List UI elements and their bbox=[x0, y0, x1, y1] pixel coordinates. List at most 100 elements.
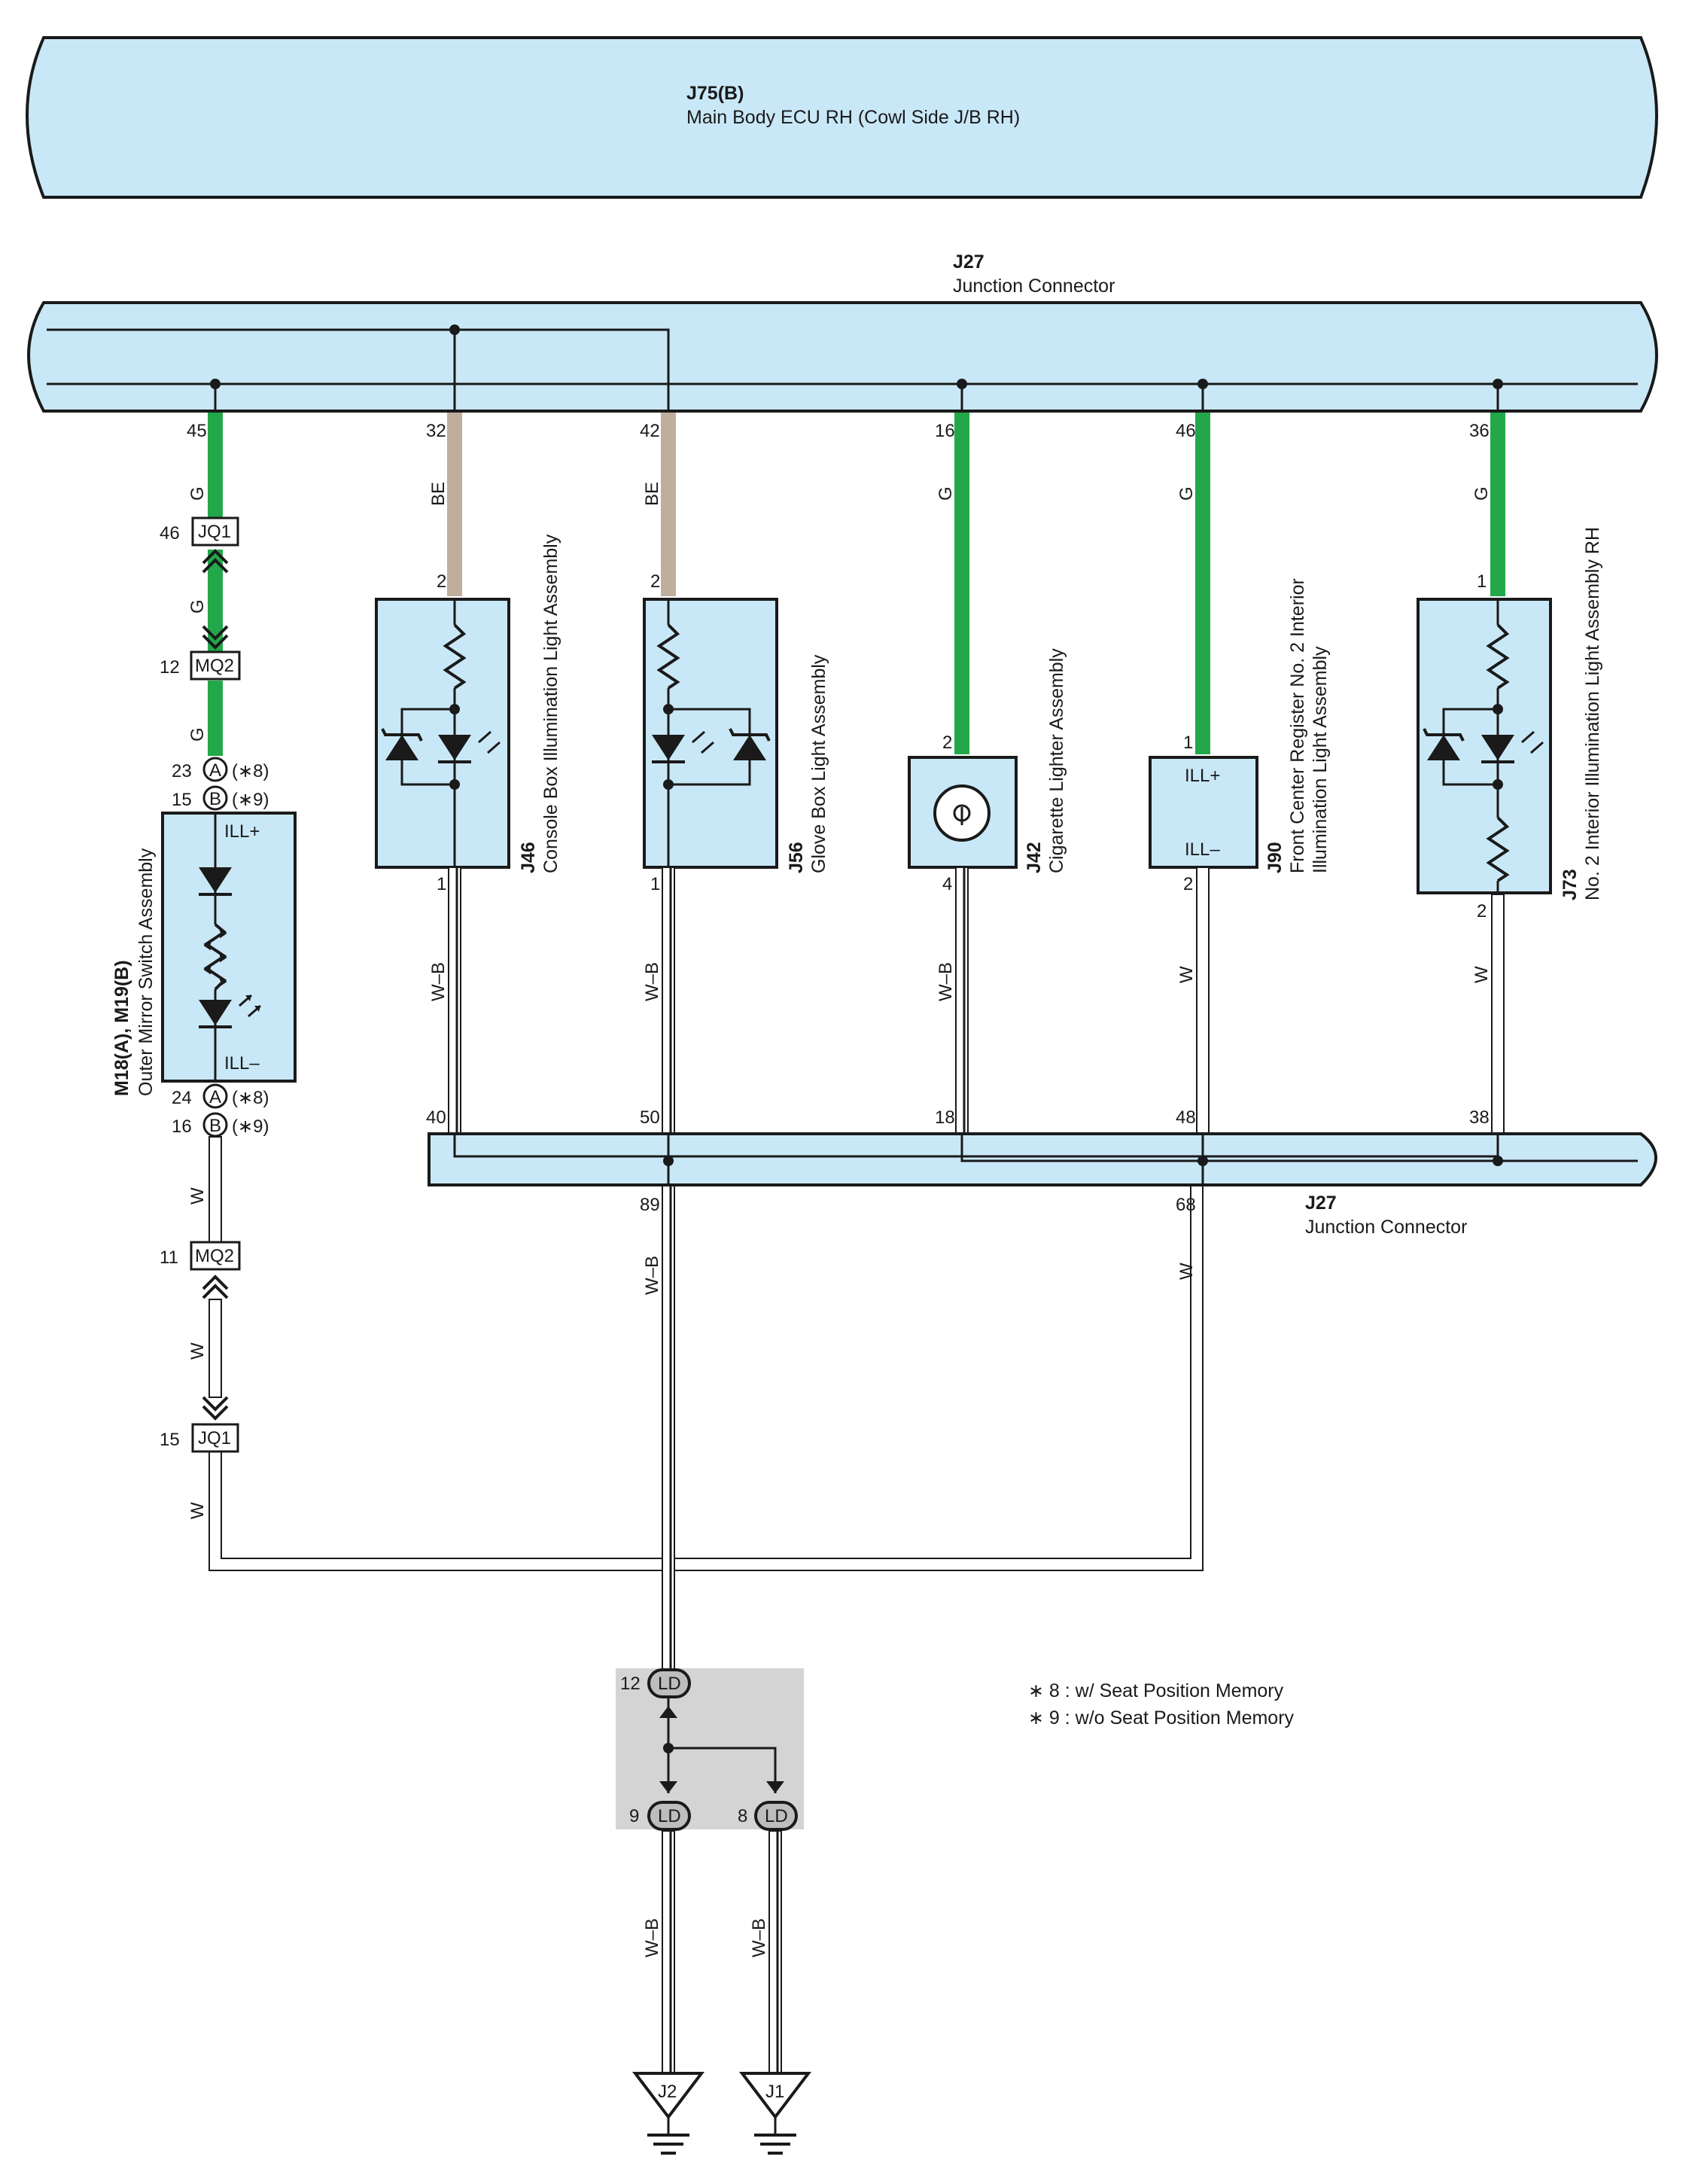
column-j46: BE 2 J46 Console Box Illumination Light … bbox=[375, 413, 561, 1165]
resistor-zigzag bbox=[203, 923, 227, 991]
j27-top-pin: 42 bbox=[640, 421, 660, 441]
legend-line: ∗ 8 : w/ Seat Position Memory bbox=[1028, 1680, 1284, 1701]
ground-j2: J2 bbox=[631, 2072, 705, 2155]
component-pin: 2 bbox=[942, 733, 952, 753]
component-name: No. 2 Interior Illumination Light Assemb… bbox=[1582, 527, 1603, 900]
component-code: J73 bbox=[1560, 869, 1581, 900]
wire-w-outline bbox=[208, 1185, 1204, 1571]
ld-pin-left bbox=[647, 1801, 691, 1831]
junction-dot bbox=[1493, 1156, 1503, 1166]
junction-dot bbox=[1197, 379, 1208, 389]
component-pin: 2 bbox=[1477, 901, 1487, 921]
connector-pin: 12 bbox=[160, 657, 180, 678]
pin-number: 23 bbox=[172, 761, 192, 781]
front-center-register-box bbox=[1149, 756, 1258, 869]
ld-internal bbox=[668, 1747, 777, 1793]
wire-color-label: W–B bbox=[428, 962, 449, 1001]
wire-color-label: W bbox=[187, 1342, 208, 1360]
zener-bar bbox=[1423, 728, 1465, 742]
zener-icon bbox=[1427, 735, 1460, 760]
wire-color-label: W–B bbox=[642, 1256, 662, 1295]
pin-note: (∗8) bbox=[232, 1088, 269, 1108]
j27-top-pin: 32 bbox=[426, 421, 446, 441]
ecu-body bbox=[26, 36, 1658, 199]
led-icon bbox=[199, 1000, 232, 1025]
ground-symbol-icon bbox=[738, 2072, 812, 2120]
wire-color-label: W–B bbox=[936, 962, 956, 1001]
j27-bottom-pin: 40 bbox=[426, 1107, 446, 1128]
j27-bottom-code: J27 bbox=[1305, 1193, 1337, 1214]
j27-top-pin: 16 bbox=[935, 421, 955, 441]
wire-w-outline bbox=[221, 1185, 1191, 1559]
junction-dot bbox=[663, 779, 674, 790]
wire-color-label: G bbox=[187, 727, 208, 742]
junction-dot bbox=[1493, 704, 1503, 714]
j27-top-body bbox=[27, 301, 1658, 413]
junction-dot bbox=[449, 324, 460, 335]
outer-mirror-switch-box bbox=[161, 812, 297, 1083]
wire-color-label: G bbox=[187, 486, 208, 501]
connector-arrow bbox=[202, 1275, 229, 1299]
j27-bottom-name: Junction Connector bbox=[1305, 1217, 1467, 1238]
component-code: J90 bbox=[1264, 842, 1286, 873]
pin-number: 15 bbox=[172, 790, 192, 810]
component-pin: 2 bbox=[1183, 874, 1193, 894]
pin-circle-a bbox=[202, 1083, 228, 1109]
pin-number: 24 bbox=[172, 1088, 192, 1108]
connector-arrow bbox=[202, 625, 229, 650]
ld-label: LD bbox=[658, 1806, 681, 1826]
component-pin: 1 bbox=[1183, 733, 1193, 753]
pin-circle-a bbox=[202, 757, 228, 782]
ill-plus: ILL+ bbox=[1185, 766, 1220, 786]
ld-arrow-icon bbox=[766, 1781, 784, 1793]
wire-g bbox=[208, 550, 223, 655]
ill-plus: ILL+ bbox=[224, 821, 260, 842]
connector-label: JQ1 bbox=[198, 1428, 231, 1448]
wire-color-label: W bbox=[1471, 966, 1492, 983]
component-pin: 4 bbox=[942, 874, 952, 894]
j27-top-name: Junction Connector bbox=[953, 276, 1115, 297]
component-pin: 1 bbox=[1477, 571, 1487, 592]
wire-wb bbox=[955, 867, 969, 1165]
connector-label: MQ2 bbox=[195, 1246, 234, 1266]
j27-top-pin: 45 bbox=[187, 421, 207, 441]
zener-bar bbox=[381, 728, 423, 742]
ld-label: LD bbox=[765, 1806, 788, 1826]
wire-g bbox=[208, 681, 223, 756]
led-rays-icon bbox=[1521, 730, 1544, 754]
column-j90: G 1 ILL+ ILL– J90 Front Center Register … bbox=[1149, 413, 1331, 1165]
pin-note: (∗9) bbox=[232, 790, 269, 810]
ld-joint: LD 12 LD 9 LD 8 bbox=[616, 1668, 804, 1831]
wire-color-label: W–B bbox=[642, 962, 662, 1001]
connector-pin: 15 bbox=[160, 1430, 180, 1450]
pin-letter: B bbox=[209, 1116, 221, 1136]
j27-top-code: J27 bbox=[953, 251, 984, 273]
component-pin: 2 bbox=[650, 571, 660, 592]
led-ray-head bbox=[245, 995, 251, 1001]
ill-minus: ILL– bbox=[224, 1053, 260, 1074]
ecu-code: J75(B) bbox=[686, 83, 744, 104]
zener-bar bbox=[729, 728, 771, 742]
wire-w bbox=[1196, 867, 1210, 1165]
wire-color-label: W–B bbox=[642, 1918, 662, 1957]
resistor-icon bbox=[443, 623, 467, 690]
diode-icon bbox=[199, 867, 232, 893]
legend: ∗ 8 : w/ Seat Position Memory ∗ 9 : w/o … bbox=[1028, 1680, 1295, 1729]
wire-color-label: BE bbox=[428, 482, 449, 506]
connector-pin: 11 bbox=[160, 1247, 178, 1268]
ld-arrow-icon bbox=[659, 1781, 677, 1793]
junction-dot bbox=[210, 379, 221, 389]
wire-g bbox=[1490, 413, 1505, 596]
wire-color-label: W bbox=[1176, 1263, 1197, 1280]
connector-pin: 46 bbox=[160, 523, 180, 544]
console-box-light-box bbox=[375, 598, 510, 869]
connector-label: JQ1 bbox=[198, 522, 231, 542]
component-code: J46 bbox=[518, 842, 539, 873]
led-icon bbox=[438, 735, 471, 760]
j27-bottom-pin: 50 bbox=[640, 1107, 660, 1128]
junction-dot bbox=[663, 704, 674, 714]
ground-symbol-icon bbox=[631, 2072, 705, 2120]
wire-color-label: W bbox=[187, 1502, 208, 1519]
